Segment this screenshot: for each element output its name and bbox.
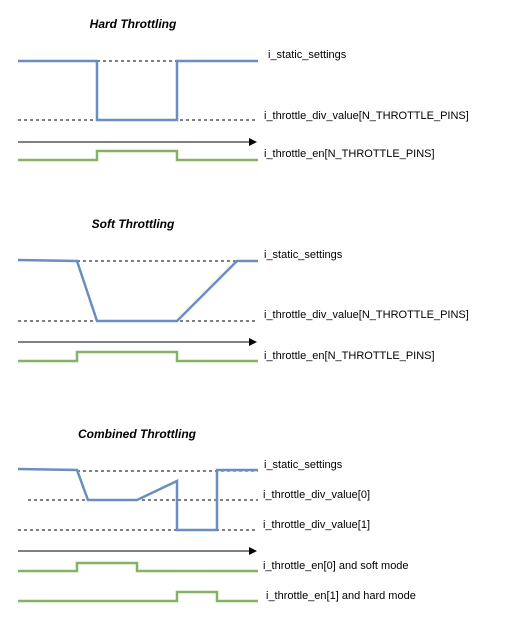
div-value-0-label: i_throttle_div_value[0] xyxy=(263,489,370,501)
hard-throttle-enable-waveform xyxy=(18,149,258,162)
hard-throttle-signal-waveform xyxy=(18,59,258,122)
hard-throttling-title: Hard Throttling xyxy=(90,17,177,31)
hard-mode-enable-waveform xyxy=(18,590,258,603)
soft-throttling-section: Soft Throttling i_static_settings i_thro… xyxy=(17,217,469,363)
combined-throttling-title: Combined Throttling xyxy=(78,427,197,441)
throttle-en-label: i_throttle_en[N_THROTTLE_PINS] xyxy=(264,350,435,362)
throttle-en-0-label: i_throttle_en[0] and soft mode xyxy=(263,560,409,572)
div-value-1-label: i_throttle_div_value[1] xyxy=(263,519,370,531)
static-settings-label: i_static_settings xyxy=(268,49,347,61)
soft-throttle-enable-waveform xyxy=(18,350,258,363)
throttle-en-label: i_throttle_en[N_THROTTLE_PINS] xyxy=(264,148,435,160)
throttle-en-1-label: i_throttle_en[1] and hard mode xyxy=(266,590,416,602)
div-value-label: i_throttle_div_value[N_THROTTLE_PINS] xyxy=(264,309,469,321)
soft-mode-enable-waveform xyxy=(18,561,258,573)
soft-throttle-signal-waveform xyxy=(17,258,258,323)
hard-throttling-section: Hard Throttling i_static_settings i_thro… xyxy=(18,17,469,162)
static-settings-label: i_static_settings xyxy=(264,249,343,261)
soft-throttling-title: Soft Throttling xyxy=(92,217,175,231)
static-settings-label: i_static_settings xyxy=(264,459,343,471)
combined-throttle-signal-waveform xyxy=(17,467,258,532)
combined-throttling-section: Combined Throttling i_static_settings i_… xyxy=(17,427,416,603)
div-value-label: i_throttle_div_value[N_THROTTLE_PINS] xyxy=(264,110,469,122)
